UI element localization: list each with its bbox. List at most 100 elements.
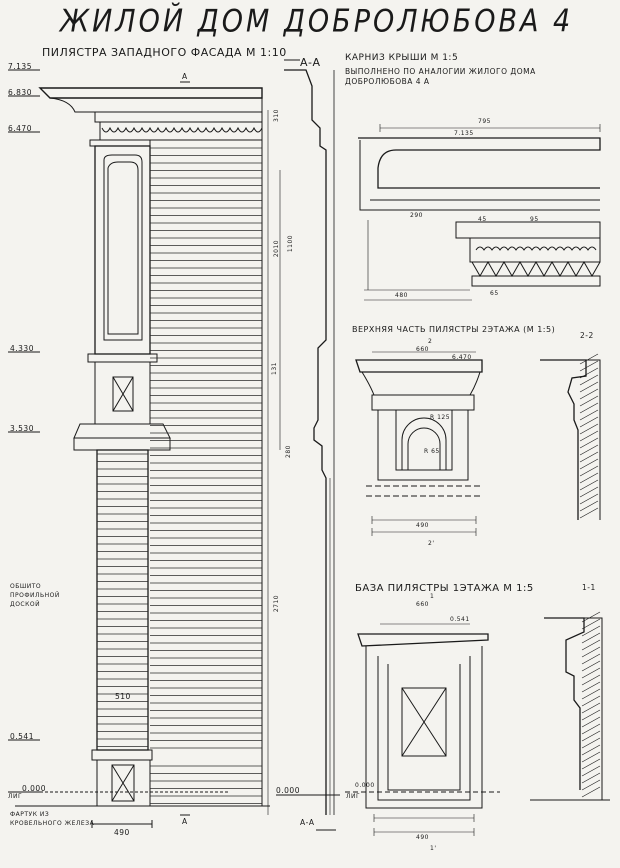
mark-6830: 6.830 (8, 88, 32, 97)
section-hatch-line (579, 472, 599, 484)
base-capital (357, 633, 489, 647)
section-hatch-line (579, 493, 599, 505)
cornice-note-1: ВЫПОЛНЕНО ПО АНАЛОГИИ ЖИЛОГО ДОМА (345, 67, 536, 76)
section-hatch-line (581, 653, 601, 665)
section-hatch-line (581, 765, 601, 777)
section-hatch-line (581, 674, 601, 686)
section-hatch-line (581, 611, 601, 623)
cornice-dim-480: 480 (395, 292, 408, 299)
sheathing-note: ОБШИТО ПРОФИЛЬНОЙ ДОСКОЙ (10, 583, 60, 608)
sec-dim-280: 280 (284, 445, 292, 458)
cornice-dim-795: 795 (478, 118, 491, 125)
mark-0541: 0.541 (10, 732, 34, 741)
elevation-cornice (38, 87, 263, 99)
upper-marker-2: 2 (428, 338, 433, 345)
section-hatch-line (581, 625, 601, 637)
mark-4330: 4.330 (10, 344, 34, 353)
base-marker-1: 1 (430, 593, 435, 600)
section-hatch-line (579, 437, 599, 449)
section-hatch-line (581, 639, 601, 651)
section-hatch-line (579, 360, 599, 372)
section-hatch-line (579, 423, 599, 435)
cornice-dim-95: 95 (530, 216, 539, 223)
base-title: БАЗА ПИЛЯСТРЫ 1ЭТАЖА М 1:5 (355, 583, 534, 594)
section-hatch-line (581, 667, 601, 679)
pilaster-lower-shaft (96, 449, 149, 751)
cornice-mark: 7.135 (454, 130, 474, 137)
section-hatch-line (579, 367, 599, 379)
elevation-cross-panel-upper (112, 376, 134, 412)
section-hatch-line (581, 660, 601, 672)
sec-dim-131: 131 (270, 362, 278, 375)
section-hatch-line (579, 486, 599, 498)
cornice-title: КАРНИЗ КРЫШИ М 1:5 (345, 53, 459, 63)
upper-part-title: ВЕРХНЯЯ ЧАСТЬ ПИЛЯСТРЫ 2ЭТАЖА (М 1:5) (352, 325, 556, 334)
section-hatch-line (579, 388, 599, 400)
cornice-dim-45: 45 (478, 216, 487, 223)
base-grade: ЛИГ (346, 793, 361, 800)
section-hatch-line (581, 730, 601, 742)
section-hatch-line (581, 709, 601, 721)
upper-dim-490: 490 (416, 522, 429, 529)
section-hatch-line (581, 758, 601, 770)
section-hatch-line (581, 702, 601, 714)
cornice-dim-65: 65 (490, 290, 499, 297)
marker-a-top: А (182, 72, 188, 81)
section-hatch-line (579, 430, 599, 442)
sec-dim-310: 310 (272, 109, 280, 122)
cornice-dim-290: 290 (410, 212, 423, 219)
section-hatch-line (581, 716, 601, 728)
section-hatch-line (579, 465, 599, 477)
base-dim-490: 490 (416, 834, 429, 841)
upper-section-profile (540, 359, 587, 520)
section-hatch-line (581, 681, 601, 693)
elevation-frieze (101, 126, 263, 133)
section-hatch-line (579, 451, 599, 463)
section-hatch-line (579, 458, 599, 470)
cornice-note-2: ДОБРОЛЮБОВА 4 А (345, 77, 430, 86)
section-aa-title: А-А (300, 56, 321, 69)
upper-dim-660: 660 (416, 346, 429, 353)
base-section-profile (544, 617, 585, 790)
apron-note: ФАРТУК ИЗ КРОВЕЛЬНОГО ЖЕЛЕЗА (10, 811, 95, 827)
section-hatch-line (581, 632, 601, 644)
section-hatch-line (579, 416, 599, 428)
section-hatch-line (581, 779, 601, 791)
elevation-cross-panel-lower (111, 764, 135, 802)
section-hatch-line (581, 695, 601, 707)
mark-6470: 6.470 (8, 124, 32, 133)
sec-dim-2710: 2710 (273, 594, 281, 613)
section-hatch-line (579, 500, 599, 512)
upper-arch (401, 417, 447, 471)
section-hatch-line (579, 507, 599, 519)
upper-marker-2b: 2' (428, 540, 435, 547)
base-dim-660: 660 (416, 601, 429, 608)
dim-510: 510 (115, 692, 131, 701)
section-hatch-line (581, 751, 601, 763)
section-hatch-line (581, 737, 601, 749)
section-hatch-line (579, 381, 599, 393)
cornice-triangles (471, 260, 601, 278)
cornice-profile (358, 137, 601, 189)
section-hatch-line (581, 744, 601, 756)
sec-dim-2010: 2010 (273, 239, 281, 258)
section-hatch-line (581, 772, 601, 784)
upper-mark: 6.470 (452, 354, 472, 361)
section-aa-profile (284, 69, 327, 815)
upper-capital (355, 359, 483, 373)
grade-label: ЛИГ (8, 793, 23, 800)
section-hatch-line (581, 786, 601, 798)
section-hatch-line (579, 353, 599, 365)
section-aa-bottom: А-А (300, 818, 315, 827)
section-hatch-line (581, 688, 601, 700)
base-mark-0000: 0.000 (355, 782, 375, 789)
base-cross-panel (401, 687, 447, 757)
dim-490: 490 (114, 828, 130, 837)
upper-r125: R 125 (430, 414, 451, 421)
sec-dim-1100: 1100 (287, 234, 295, 253)
section-hatch-line (579, 409, 599, 421)
mark-3530: 3.530 (10, 424, 34, 433)
section-hatch-line (579, 479, 599, 491)
section-hatch-line (579, 395, 599, 407)
